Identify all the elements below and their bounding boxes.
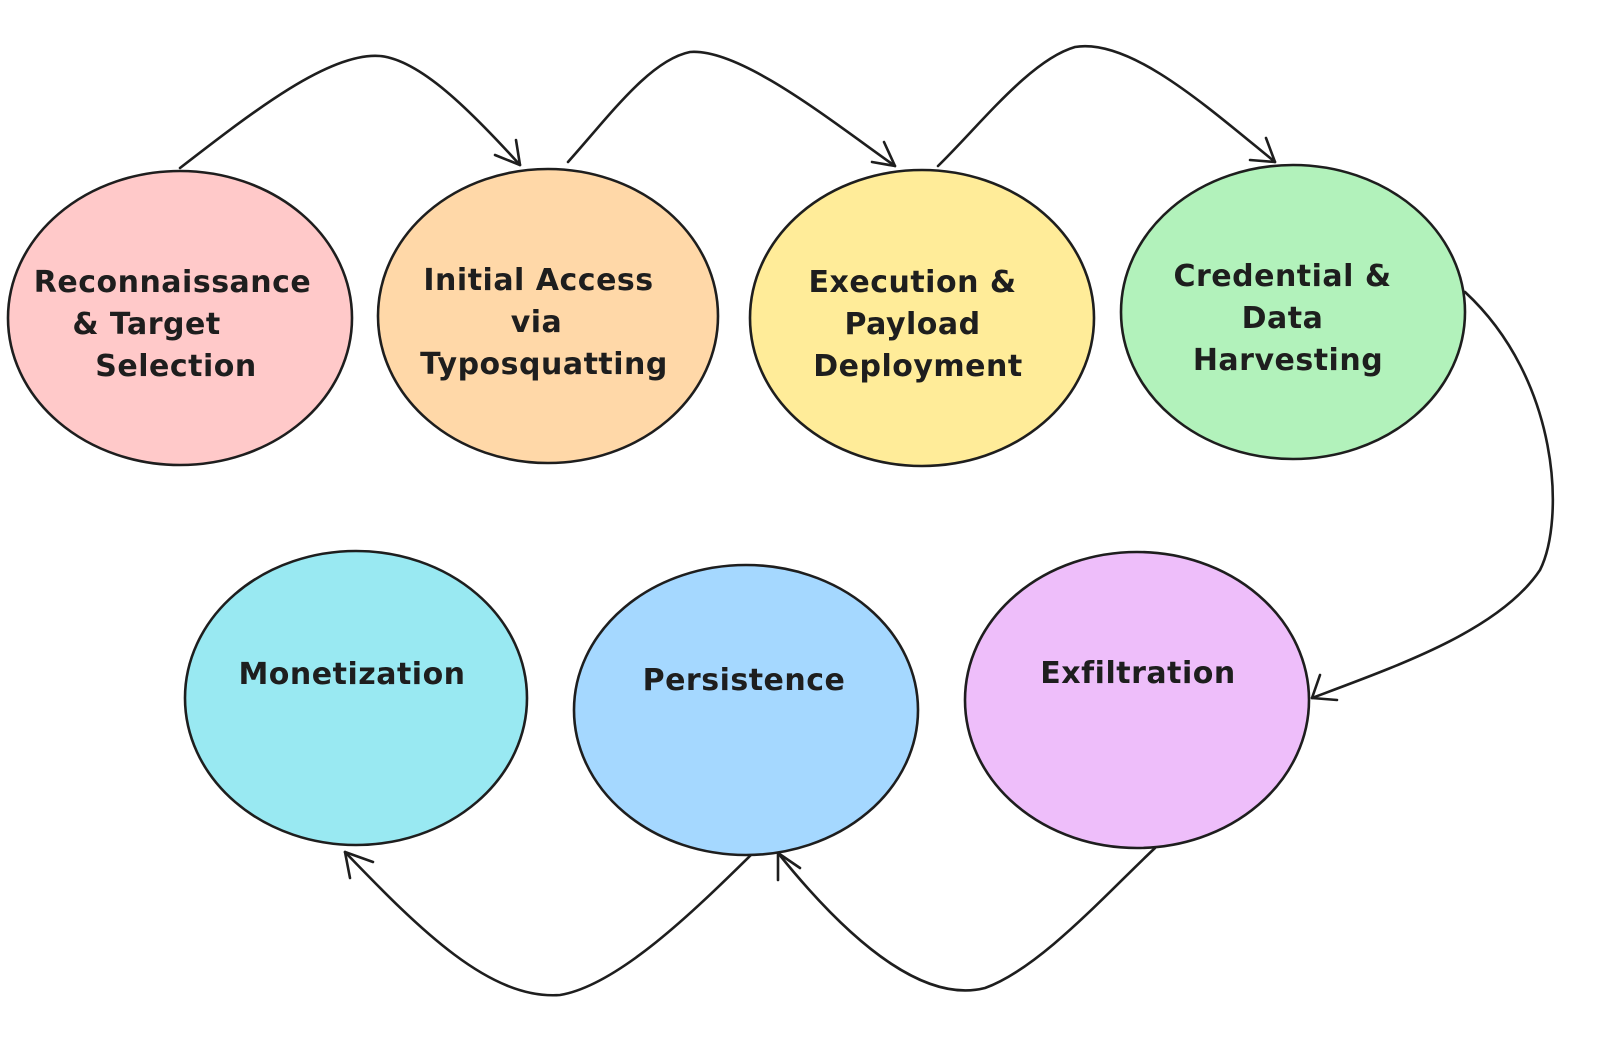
node-label-line: Initial Access bbox=[423, 263, 653, 298]
node-label-line: Payload bbox=[844, 307, 980, 342]
node-label-line: Credential & bbox=[1173, 259, 1391, 294]
node-credential: Credential & Data Harvesting bbox=[1119, 163, 1467, 461]
node-execution: Execution & Payload Deployment bbox=[748, 168, 1096, 468]
node-label: Credential & Data Harvesting bbox=[1173, 259, 1402, 378]
node-label: Reconnaissance & Target Selection bbox=[34, 265, 322, 384]
node-monetization: Monetization bbox=[183, 549, 529, 847]
node-label-line: & Target bbox=[72, 307, 220, 342]
node-label-line: Reconnaissance bbox=[34, 265, 312, 300]
arrowhead-icon bbox=[343, 850, 375, 880]
edge-execution-to-credential bbox=[936, 44, 1277, 168]
arrowhead-icon bbox=[1248, 136, 1277, 164]
edge-line bbox=[566, 50, 897, 168]
node-label: Exfiltration bbox=[1040, 656, 1235, 691]
edge-line bbox=[776, 846, 1157, 992]
node-label: Monetization bbox=[238, 657, 465, 692]
node-access: Initial Access via Typosquatting bbox=[376, 167, 720, 465]
edge-exfiltration-to-persistence bbox=[776, 846, 1157, 992]
edge-persistence-to-monetization bbox=[343, 850, 755, 997]
node-ellipse bbox=[963, 550, 1311, 850]
node-label: Initial Access via Typosquatting bbox=[420, 263, 668, 382]
node-ellipse bbox=[6, 169, 354, 467]
node-label-line: via bbox=[511, 305, 563, 340]
arrowhead-icon bbox=[493, 138, 522, 167]
arrowhead-icon bbox=[1310, 673, 1339, 702]
node-label-line: Data bbox=[1242, 301, 1324, 336]
edge-line bbox=[1310, 290, 1555, 700]
edge-recon-to-access bbox=[178, 54, 522, 170]
arrowhead-icon bbox=[870, 140, 897, 168]
node-label-line: Typosquatting bbox=[420, 347, 668, 382]
node-label: Persistence bbox=[643, 663, 846, 698]
edge-line bbox=[936, 44, 1277, 168]
node-label-line: Selection bbox=[95, 349, 256, 384]
edges-layer bbox=[178, 44, 1555, 997]
node-ellipse bbox=[183, 549, 529, 847]
node-ellipse bbox=[572, 563, 920, 857]
edge-access-to-execution bbox=[566, 50, 897, 168]
node-ellipse bbox=[1119, 163, 1467, 461]
node-ellipse bbox=[376, 167, 720, 465]
nodes-layer: Reconnaissance & Target Selection Initia… bbox=[6, 163, 1467, 857]
node-exfiltration: Exfiltration bbox=[963, 550, 1311, 850]
edge-line bbox=[343, 850, 755, 997]
node-ellipse bbox=[748, 168, 1096, 468]
edge-credential-to-exfiltration bbox=[1310, 290, 1555, 702]
node-label: Execution & Payload Deployment bbox=[809, 265, 1028, 384]
node-label-line: Execution & bbox=[809, 265, 1017, 300]
node-label-line: Deployment bbox=[813, 349, 1022, 384]
node-persistence: Persistence bbox=[572, 563, 920, 857]
node-recon: Reconnaissance & Target Selection bbox=[6, 169, 354, 467]
edge-line bbox=[178, 54, 522, 170]
node-label-line: Harvesting bbox=[1193, 343, 1383, 378]
